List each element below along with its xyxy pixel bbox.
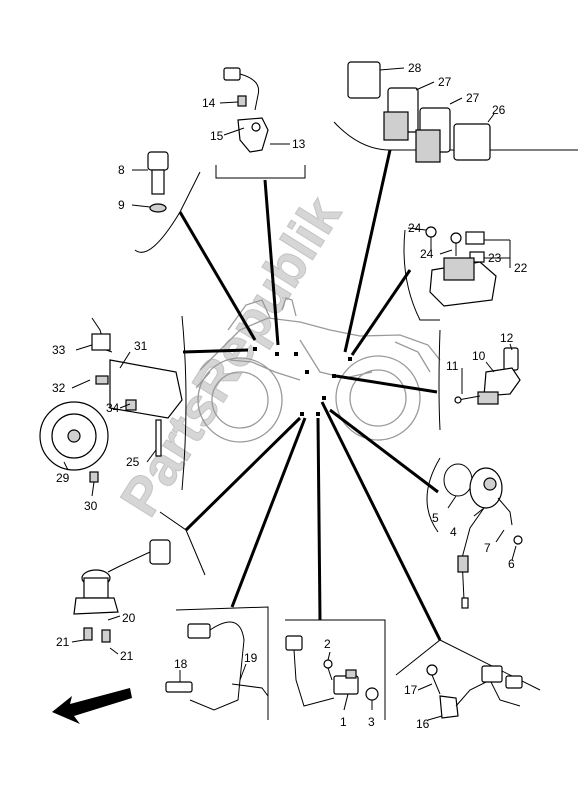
label-16: 16 <box>416 717 430 731</box>
label-2: 2 <box>324 637 331 651</box>
starter-relay-group <box>407 226 511 307</box>
label-27b: 27 <box>466 91 480 105</box>
label-28: 28 <box>408 61 422 75</box>
label-8: 8 <box>118 163 125 177</box>
label-5: 5 <box>432 511 439 525</box>
label-32: 32 <box>52 381 66 395</box>
label-3: 3 <box>368 715 375 729</box>
sensor-group-bottom-left <box>165 621 269 711</box>
label-22: 22 <box>514 261 528 275</box>
label-15: 15 <box>210 129 224 143</box>
label-13: 13 <box>292 137 306 151</box>
label-24b: 24 <box>420 247 434 261</box>
switch-group-bottom <box>285 635 379 711</box>
label-31: 31 <box>134 339 148 353</box>
label-34: 34 <box>106 401 120 415</box>
label-23: 23 <box>488 251 502 265</box>
horn-group <box>39 317 183 497</box>
label-10: 10 <box>472 349 486 363</box>
label-11: 11 <box>446 359 459 373</box>
callout-labels: 1 2 3 4 5 6 7 8 9 10 11 12 13 14 15 16 1… <box>52 61 528 731</box>
label-33: 33 <box>52 343 66 357</box>
motorcycle-outline <box>195 297 441 443</box>
label-20: 20 <box>122 611 136 625</box>
label-26: 26 <box>492 103 506 117</box>
leader-lines <box>178 149 442 641</box>
label-27a: 27 <box>438 75 452 89</box>
label-6: 6 <box>508 557 515 571</box>
label-21a: 21 <box>56 635 70 649</box>
label-29: 29 <box>56 471 70 485</box>
label-4: 4 <box>450 525 457 539</box>
label-21b: 21 <box>120 649 134 663</box>
switch-group-left-lower <box>71 539 171 655</box>
label-7: 7 <box>484 541 491 555</box>
label-19: 19 <box>244 651 258 665</box>
switch-group-left-top <box>131 151 169 213</box>
sensor-group-top <box>219 67 290 153</box>
label-12: 12 <box>500 331 514 345</box>
group-brackets <box>134 121 578 720</box>
location-markers <box>253 347 352 416</box>
label-17: 17 <box>404 683 418 697</box>
label-25: 25 <box>126 455 140 469</box>
label-14: 14 <box>202 96 216 110</box>
front-arrow-icon <box>52 688 132 724</box>
relay-group <box>347 61 495 163</box>
watermark: PartsRepublik <box>109 186 353 527</box>
sensor-group-bottom-right <box>417 664 523 721</box>
label-18: 18 <box>174 657 188 671</box>
label-24a: 24 <box>408 221 422 235</box>
bracket-sensor-right <box>454 343 521 405</box>
sensor-group-right-lower <box>443 463 523 609</box>
label-9: 9 <box>118 198 125 212</box>
label-1: 1 <box>340 715 347 729</box>
label-30: 30 <box>84 499 98 513</box>
